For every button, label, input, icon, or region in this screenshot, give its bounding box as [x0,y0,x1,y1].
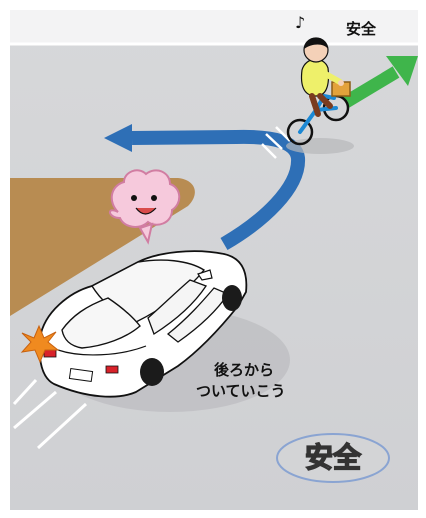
right-tail-light [105,365,119,374]
safety-badge: 安全 [276,433,390,483]
follow-instruction-line-1: 後ろから [213,361,274,379]
safety-badge-text: 安全 [305,441,362,474]
motion-lines [261,126,291,159]
car-rear-wheel [140,358,164,386]
green-direction-arrow [342,56,418,108]
smiling-cloud [109,169,181,245]
blue-route-arrow [104,124,305,251]
license-plate [68,367,94,383]
road-edge-strip [10,10,418,44]
child-cyclist [286,37,354,154]
car-front-wheel [222,285,242,311]
left-tail-light [43,349,57,358]
music-note-icon: ♪ [295,13,305,32]
white-sedan [38,250,248,398]
bike-rear-wheel [286,118,314,146]
follow-instruction-line-2: ついていこう [196,382,286,400]
top-safety-label: 安全 [346,20,377,38]
lane-markings [12,378,88,450]
brake-light-flash [20,324,60,364]
